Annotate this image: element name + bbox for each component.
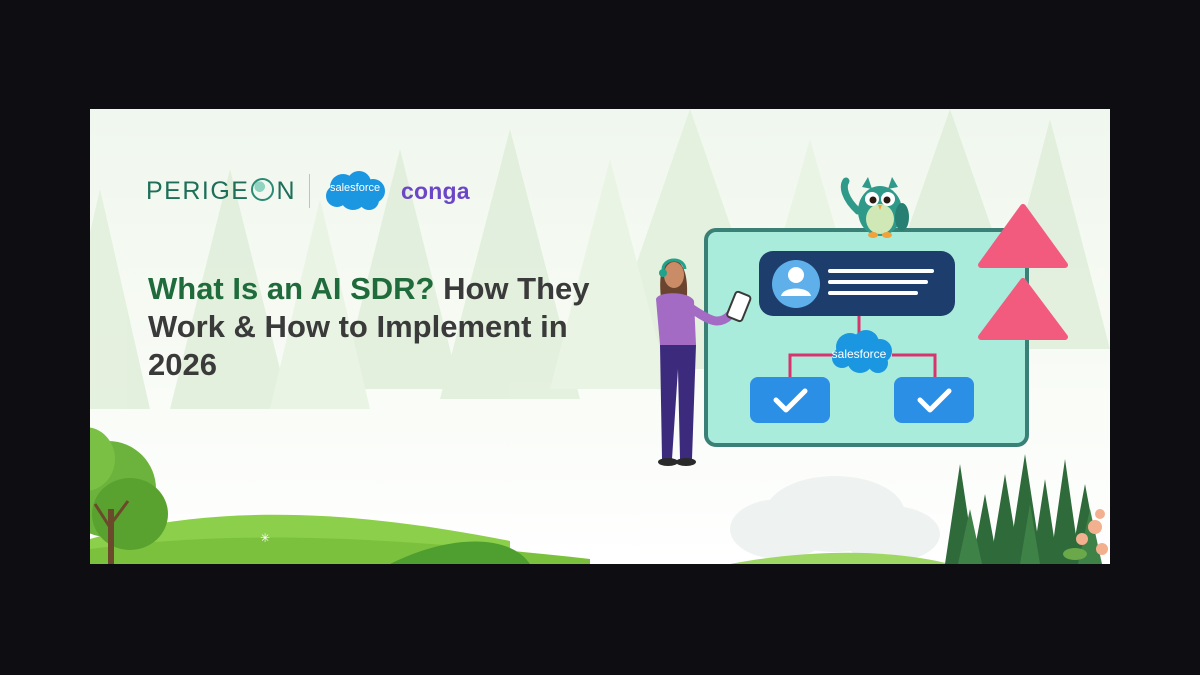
page-title: What Is an AI SDR? How They Work & How t… bbox=[148, 270, 618, 384]
owl-mascot-icon bbox=[840, 177, 909, 238]
title-rest: How They Work & How to Implement in 2026 bbox=[148, 271, 590, 382]
ai-sdr-illustration: salesforce bbox=[630, 169, 1110, 549]
salesforce-cloud-icon bbox=[326, 171, 386, 210]
globe-icon bbox=[251, 177, 275, 201]
title-accent: What Is an AI SDR? bbox=[148, 271, 435, 306]
salesforce-badge-icon bbox=[832, 330, 892, 373]
woman-with-headset-icon bbox=[656, 258, 752, 466]
conga-logo: conga bbox=[401, 177, 470, 204]
salesforce-logo: salesforce bbox=[323, 169, 387, 213]
salesforce-badge-label: salesforce bbox=[831, 347, 887, 361]
left-tree bbox=[90, 427, 168, 564]
svg-text:✳: ✳ bbox=[260, 531, 270, 545]
logo-divider bbox=[309, 174, 311, 208]
workflow-diagram bbox=[656, 177, 1068, 466]
